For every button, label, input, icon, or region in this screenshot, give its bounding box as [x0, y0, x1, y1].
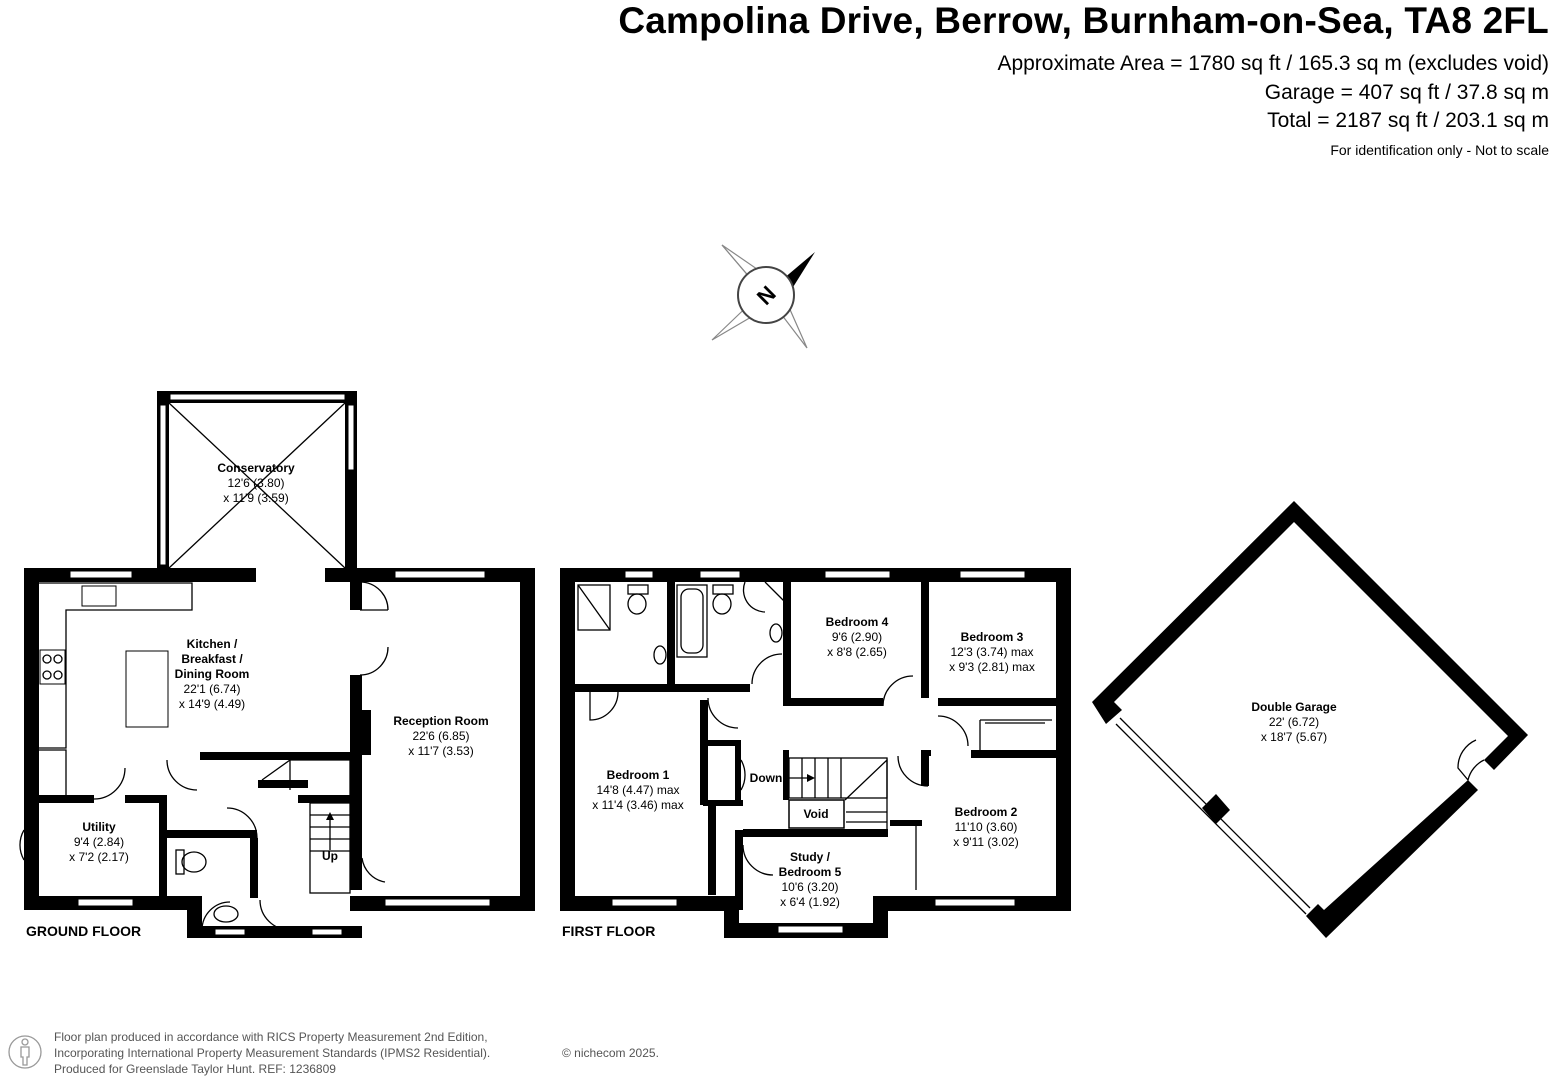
void-label: Void — [803, 807, 828, 821]
approximate-area: Approximate Area = 1780 sq ft / 165.3 sq… — [997, 52, 1549, 75]
garage-dim2: x 18'7 (5.67) — [1261, 730, 1327, 744]
footer-copyright: © nichecom 2025. — [562, 1046, 659, 1060]
total-area: Total = 2187 sq ft / 203.1 sq m — [1267, 109, 1549, 132]
bedroom2-label: Bedroom 2 — [955, 805, 1018, 819]
bedroom3-label: Bedroom 3 — [961, 630, 1024, 644]
footer-line-1: Floor plan produced in accordance with R… — [54, 1030, 488, 1044]
kitchen-label-1: Kitchen / — [187, 637, 238, 651]
kitchen-dim2: x 14'9 (4.49) — [179, 697, 245, 711]
double-garage-plan: Double Garage 22' (6.72) x 18'7 (5.67) — [1092, 501, 1528, 938]
conservatory-dim1: 12'6 (3.80) — [228, 476, 285, 490]
garage-label: Double Garage — [1251, 700, 1337, 714]
footer-line-2: Incorporating International Property Mea… — [54, 1046, 491, 1060]
study-label-1: Study / — [790, 850, 831, 864]
bedroom4-dim1: 9'6 (2.90) — [832, 630, 882, 644]
property-address-title: Campolina Drive, Berrow, Burnham-on-Sea,… — [618, 0, 1549, 41]
stairs-down-label: Down — [750, 771, 783, 785]
bedroom3-dim2: x 9'3 (2.81) max — [949, 660, 1035, 674]
garage-dim1: 22' (6.72) — [1269, 715, 1319, 729]
bedroom1-dim2: x 11'4 (3.46) max — [592, 798, 683, 812]
bedroom1-label: Bedroom 1 — [607, 768, 670, 782]
utility-dim2: x 7'2 (2.17) — [69, 850, 129, 864]
first-floor-label: FIRST FLOOR — [562, 923, 655, 939]
stairs-up-label: Up — [322, 849, 338, 863]
conservatory-label: Conservatory — [217, 461, 295, 475]
bedroom1-dim1: 14'8 (4.47) max — [597, 783, 680, 797]
compass-rose-icon: N — [711, 244, 815, 349]
bedroom2-dim2: x 9'11 (3.02) — [953, 835, 1018, 849]
bedroom4-label: Bedroom 4 — [826, 615, 889, 629]
ground-floor-plan: Conservatory 12'6 (3.80) x 11'9 (3.59) K… — [19, 391, 535, 939]
kitchen-dim1: 22'1 (6.74) — [184, 682, 241, 696]
reception-label: Reception Room — [393, 714, 488, 728]
reception-dim2: x 11'7 (3.53) — [408, 744, 473, 758]
utility-label: Utility — [82, 820, 116, 834]
footer-line-3: Produced for Greenslade Taylor Hunt. REF… — [54, 1062, 336, 1076]
bedroom2-dim1: 11'10 (3.60) — [955, 820, 1018, 834]
bedroom3-dim1: 12'3 (3.74) max — [951, 645, 1034, 659]
utility-dim1: 9'4 (2.84) — [74, 835, 124, 849]
study-dim2: x 6'4 (1.92) — [780, 895, 840, 909]
study-dim1: 10'6 (3.20) — [782, 880, 839, 894]
kitchen-label-3: Dining Room — [175, 667, 250, 681]
scale-note: For identification only - Not to scale — [1330, 142, 1549, 158]
ground-floor-label: GROUND FLOOR — [26, 923, 141, 939]
person-icon — [8, 1035, 42, 1069]
bedroom4-dim2: x 8'8 (2.65) — [827, 645, 887, 659]
garage-area: Garage = 407 sq ft / 37.8 sq m — [1264, 81, 1549, 104]
reception-dim1: 22'6 (6.85) — [413, 729, 470, 743]
kitchen-label-2: Breakfast / — [181, 652, 243, 666]
first-floor-plan: Bedroom 4 9'6 (2.90) x 8'8 (2.65) Bedroo… — [560, 568, 1071, 939]
study-label-2: Bedroom 5 — [779, 865, 842, 879]
conservatory-dim2: x 11'9 (3.59) — [223, 491, 288, 505]
